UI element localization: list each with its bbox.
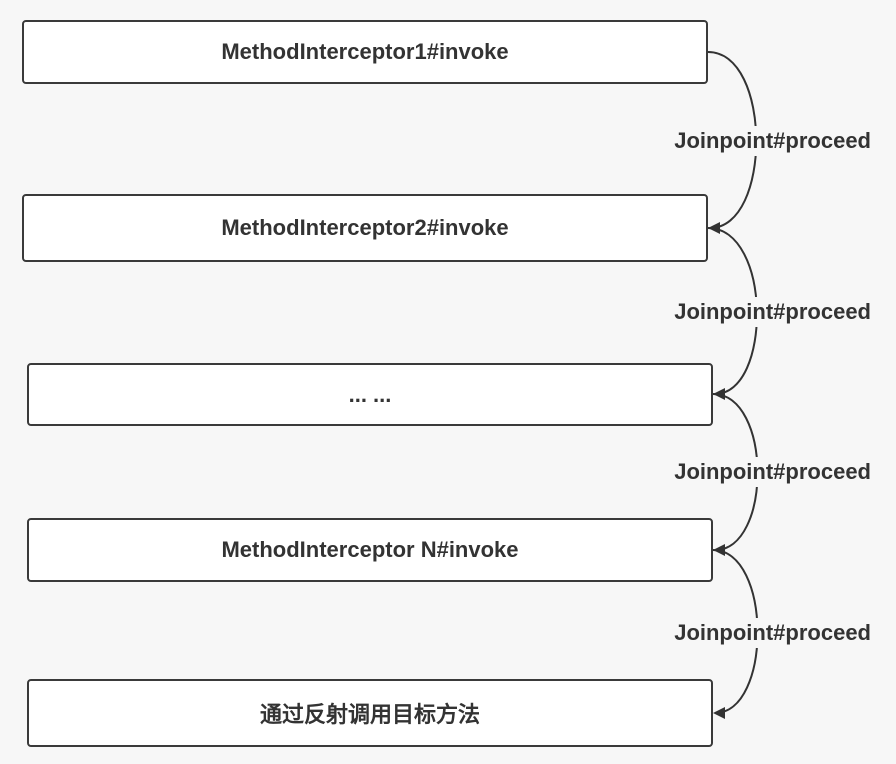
node-ellipsis: ... ... bbox=[27, 363, 713, 426]
node-label: 通过反射调用目标方法 bbox=[259, 702, 480, 727]
edge-label-proceed-2: Joinpoint#proceed bbox=[673, 297, 872, 327]
node-method-interceptor-2: MethodInterceptor2#invoke bbox=[22, 194, 708, 262]
node-method-interceptor-1: MethodInterceptor1#invoke bbox=[22, 20, 708, 84]
edge-label-proceed-3: Joinpoint#proceed bbox=[673, 457, 872, 487]
node-label: ... ... bbox=[348, 381, 392, 407]
node-reflection-target-invoke: 通过反射调用目标方法 bbox=[27, 679, 713, 747]
node-label: MethodInterceptor2#invoke bbox=[221, 215, 509, 240]
node-label: MethodInterceptor1#invoke bbox=[221, 39, 509, 64]
node-label: MethodInterceptor N#invoke bbox=[221, 537, 519, 562]
edge-label-proceed-1: Joinpoint#proceed bbox=[673, 126, 872, 156]
node-method-interceptor-n: MethodInterceptor N#invoke bbox=[27, 518, 713, 582]
edge-label-proceed-4: Joinpoint#proceed bbox=[673, 618, 872, 648]
